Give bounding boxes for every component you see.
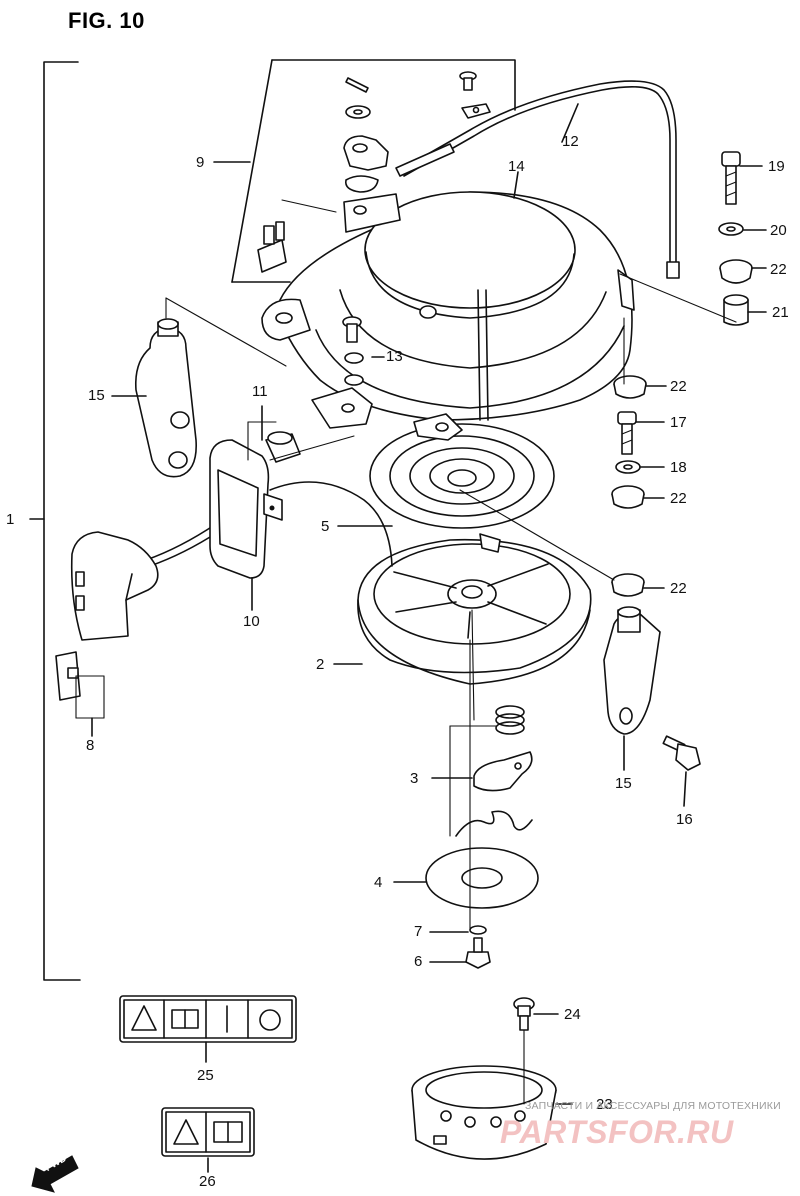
callout-4: 4 [374, 874, 383, 891]
snap-ring [344, 175, 379, 193]
callout-10: 10 [243, 613, 260, 630]
washer-9 [345, 105, 371, 119]
callout-19: 19 [768, 158, 785, 175]
friction-spring [455, 810, 533, 837]
callout-17: 17 [670, 414, 687, 431]
callout-22-b: 22 [670, 378, 687, 395]
callout-25: 25 [197, 1067, 214, 1084]
bracket-left [134, 318, 197, 478]
callout-26: 26 [199, 1173, 216, 1190]
washer-20 [718, 222, 744, 236]
cam-link [343, 135, 389, 171]
callout-22-a: 22 [770, 261, 787, 278]
callout-9: 9 [196, 154, 205, 171]
bolt-24 [513, 997, 535, 1031]
callout-12: 12 [562, 133, 579, 150]
bolt-19 [721, 151, 741, 205]
callout-20: 20 [770, 222, 787, 239]
rope-clip [55, 651, 81, 701]
callout-22-d: 22 [670, 580, 687, 597]
fwd-arrow-icon [31, 1155, 79, 1193]
bolt-17 [617, 411, 637, 455]
callout-18: 18 [670, 459, 687, 476]
washer-7 [469, 925, 487, 935]
callout-15-right: 15 [615, 775, 632, 792]
group-outline-9 [231, 59, 516, 283]
callout-15-left: 15 [88, 387, 105, 404]
callout-7: 7 [414, 923, 423, 940]
starter-handle [70, 531, 159, 641]
callout-5: 5 [321, 518, 330, 535]
callout-13: 13 [386, 348, 403, 365]
assembly-lines [75, 199, 737, 1105]
callout-6: 6 [414, 953, 423, 970]
callout-3: 3 [410, 770, 419, 787]
bracket-right [603, 606, 661, 735]
grommet-22-top [719, 259, 753, 284]
callout-22-c: 22 [670, 490, 687, 507]
callout-24: 24 [564, 1006, 581, 1023]
watermark-caption: ЗАПЧАСТИ И АКСЕССУАРЫ ДЛЯ МОТОТЕХНИКИ [525, 1100, 781, 1112]
figure-title: FIG. 10 [68, 8, 145, 33]
grommet-22-b [613, 375, 647, 399]
bolt-6 [465, 937, 491, 969]
leader-lines [91, 103, 767, 1173]
grommet-22-d [611, 573, 645, 597]
case-bolt-13 [342, 316, 364, 386]
callout-11: 11 [252, 383, 268, 400]
watermark-logo: PARTSFOR.RU [500, 1114, 734, 1150]
ratchet-pawl [473, 751, 533, 792]
collar-21 [723, 294, 749, 326]
starter-cable [395, 80, 680, 279]
recoil-spring [369, 413, 555, 529]
grommet-22-c [611, 485, 645, 509]
rope-guide [209, 439, 283, 579]
callout-23: 23 [596, 1096, 613, 1113]
callout-1: 1 [6, 511, 15, 528]
cable-clamp [461, 103, 491, 119]
bushing [265, 431, 301, 463]
friction-plate [425, 847, 539, 909]
bolt-16 [662, 735, 701, 771]
warning-label-25 [119, 995, 297, 1043]
callout-8: 8 [86, 737, 95, 754]
washer-18 [615, 460, 641, 474]
starter-rope [145, 481, 393, 567]
ratchet-spring [495, 705, 525, 735]
screw-small-top [459, 71, 477, 91]
starter-pulley [411, 1065, 557, 1160]
rope-reel [357, 533, 592, 685]
callout-14: 14 [508, 158, 525, 175]
starter-case [261, 191, 635, 429]
assembly-bracket [29, 61, 81, 981]
callout-16: 16 [676, 811, 693, 828]
warning-label-26 [161, 1107, 255, 1157]
callout-2: 2 [316, 656, 325, 673]
cotter-pin [345, 77, 369, 93]
callout-21: 21 [772, 304, 789, 321]
stopper-block [257, 221, 287, 273]
